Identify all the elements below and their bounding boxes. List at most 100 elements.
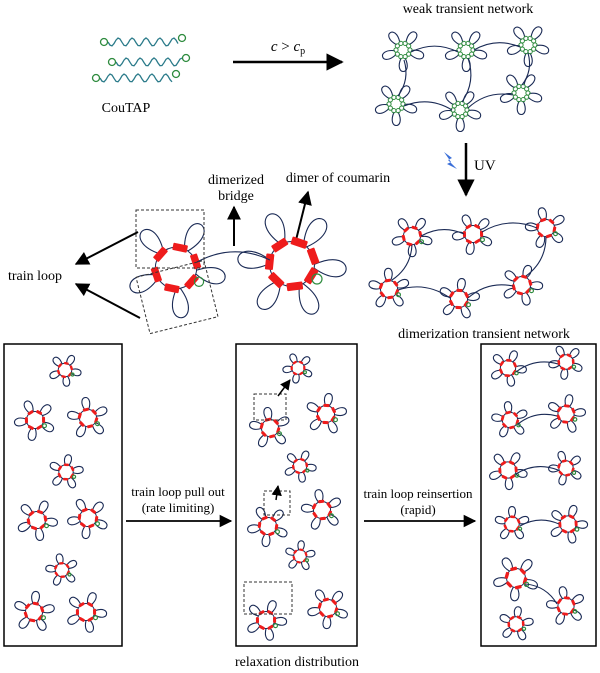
petal-loop	[315, 589, 326, 603]
condition-label: c > cp	[271, 39, 305, 57]
petal-loop	[479, 235, 493, 247]
micelle-dimer	[489, 452, 528, 491]
petal-loop	[499, 425, 509, 438]
coumarin-dimer	[557, 359, 561, 366]
coumarin-group	[463, 111, 469, 117]
petal-loop	[323, 393, 333, 407]
coumarin-dimer	[507, 621, 511, 628]
dimerized-bridge-label-1: dimerized	[208, 173, 264, 188]
petal-loop	[331, 590, 344, 604]
coumarin-dimer	[465, 239, 472, 244]
coumarin-dimer	[517, 627, 523, 633]
coumarin-dimer	[303, 267, 319, 285]
coumarin-dimer	[295, 470, 301, 475]
free-coumarin	[94, 521, 100, 527]
petal-loop	[407, 244, 417, 258]
petal-loop	[305, 549, 316, 558]
petal-loop	[506, 74, 519, 89]
coumarin-dimer	[26, 518, 31, 525]
petal-loop	[41, 604, 55, 614]
coumarin-dimer	[568, 514, 575, 519]
coumarin-dimer	[411, 225, 418, 230]
free-coumarin	[41, 423, 47, 429]
coumarin-dimer	[516, 615, 522, 620]
free-coumarin	[528, 288, 534, 294]
petal-loop	[139, 229, 165, 255]
free-coumarin	[71, 474, 77, 479]
micelle-dimer	[439, 278, 480, 319]
free-coumarin	[193, 276, 205, 287]
coumarin-dimer	[268, 531, 275, 537]
free-coumarin	[396, 292, 402, 298]
petal-loop	[18, 616, 31, 629]
free-coumarin	[517, 526, 523, 532]
coumarin-dimer	[556, 414, 561, 421]
petal-loop	[49, 461, 61, 472]
micelle-weak	[507, 26, 550, 68]
coumarin-dimer	[78, 602, 85, 608]
coumarin-dimer	[521, 274, 528, 279]
bridge-chain	[420, 229, 465, 237]
petal-loop	[502, 627, 513, 638]
petal-loop	[492, 354, 505, 365]
petal-loop	[461, 214, 472, 228]
coumarin-dimer	[316, 406, 322, 413]
micelle-dimer	[14, 590, 55, 631]
dimerized-bridge-label-2: bridge	[218, 189, 254, 204]
petal-loop	[76, 424, 87, 438]
weak-network-label: weak transient network	[403, 2, 534, 17]
petal-loop	[256, 280, 282, 310]
petal-loop	[442, 303, 455, 316]
petal-loop	[489, 470, 502, 481]
coumarin-dimer	[28, 510, 35, 517]
coumarin-group	[524, 94, 530, 100]
coumarin-group	[398, 54, 404, 60]
petal-loop	[297, 540, 305, 551]
petal-loop	[300, 356, 311, 366]
coumarin-dimer	[561, 459, 567, 463]
dimerization-network-label: dimerization transient network	[398, 327, 570, 342]
petal-loop	[382, 50, 397, 60]
free-coumarin	[574, 527, 580, 532]
coumarin-dimer	[474, 238, 481, 244]
coumarin-group	[461, 54, 467, 60]
coumarin-dimer	[86, 424, 94, 429]
network-bridge	[473, 42, 521, 51]
coumarin-dimer	[387, 295, 394, 300]
coumarin-dimer	[91, 409, 97, 415]
free-coumarin	[335, 611, 341, 617]
petal-loop	[517, 515, 530, 525]
coumarin-group	[516, 83, 522, 89]
coumarin-dimer	[54, 564, 58, 570]
petal-loop	[501, 557, 514, 572]
coumarin-dimer	[401, 234, 406, 242]
train-loop-arrow-1	[74, 231, 139, 265]
petal-loop	[67, 516, 81, 526]
coumarin-dimer	[499, 360, 505, 367]
coumarin-dimer	[516, 518, 521, 524]
coumarin-dimer	[274, 524, 279, 531]
micelle-dimer	[49, 454, 84, 489]
free-coumarin	[273, 623, 279, 629]
petal-loop	[384, 267, 393, 281]
micelle-dimer	[247, 600, 288, 641]
coumarin-dimer	[378, 282, 384, 289]
micelle-weak	[439, 91, 482, 133]
free-coumarin	[571, 364, 577, 369]
coumarin-dimer	[509, 474, 516, 480]
coumarin-dimer	[558, 470, 564, 476]
free-coumarin	[303, 370, 308, 375]
petal-loop	[575, 520, 589, 529]
petal-loop	[445, 91, 458, 106]
petal-loop	[17, 521, 31, 532]
micelle-dimer	[45, 553, 78, 586]
coumarin-dimer	[318, 499, 325, 504]
coumarin-dimer	[57, 472, 62, 478]
petal-loop	[558, 474, 567, 486]
coumarin-dimer	[448, 299, 454, 306]
coumarin-dimer	[558, 521, 562, 528]
micelle-weak	[375, 85, 418, 127]
free-coumarin	[94, 421, 100, 427]
coumarin-dimer	[32, 601, 39, 606]
coumarin-dimer	[56, 369, 61, 375]
